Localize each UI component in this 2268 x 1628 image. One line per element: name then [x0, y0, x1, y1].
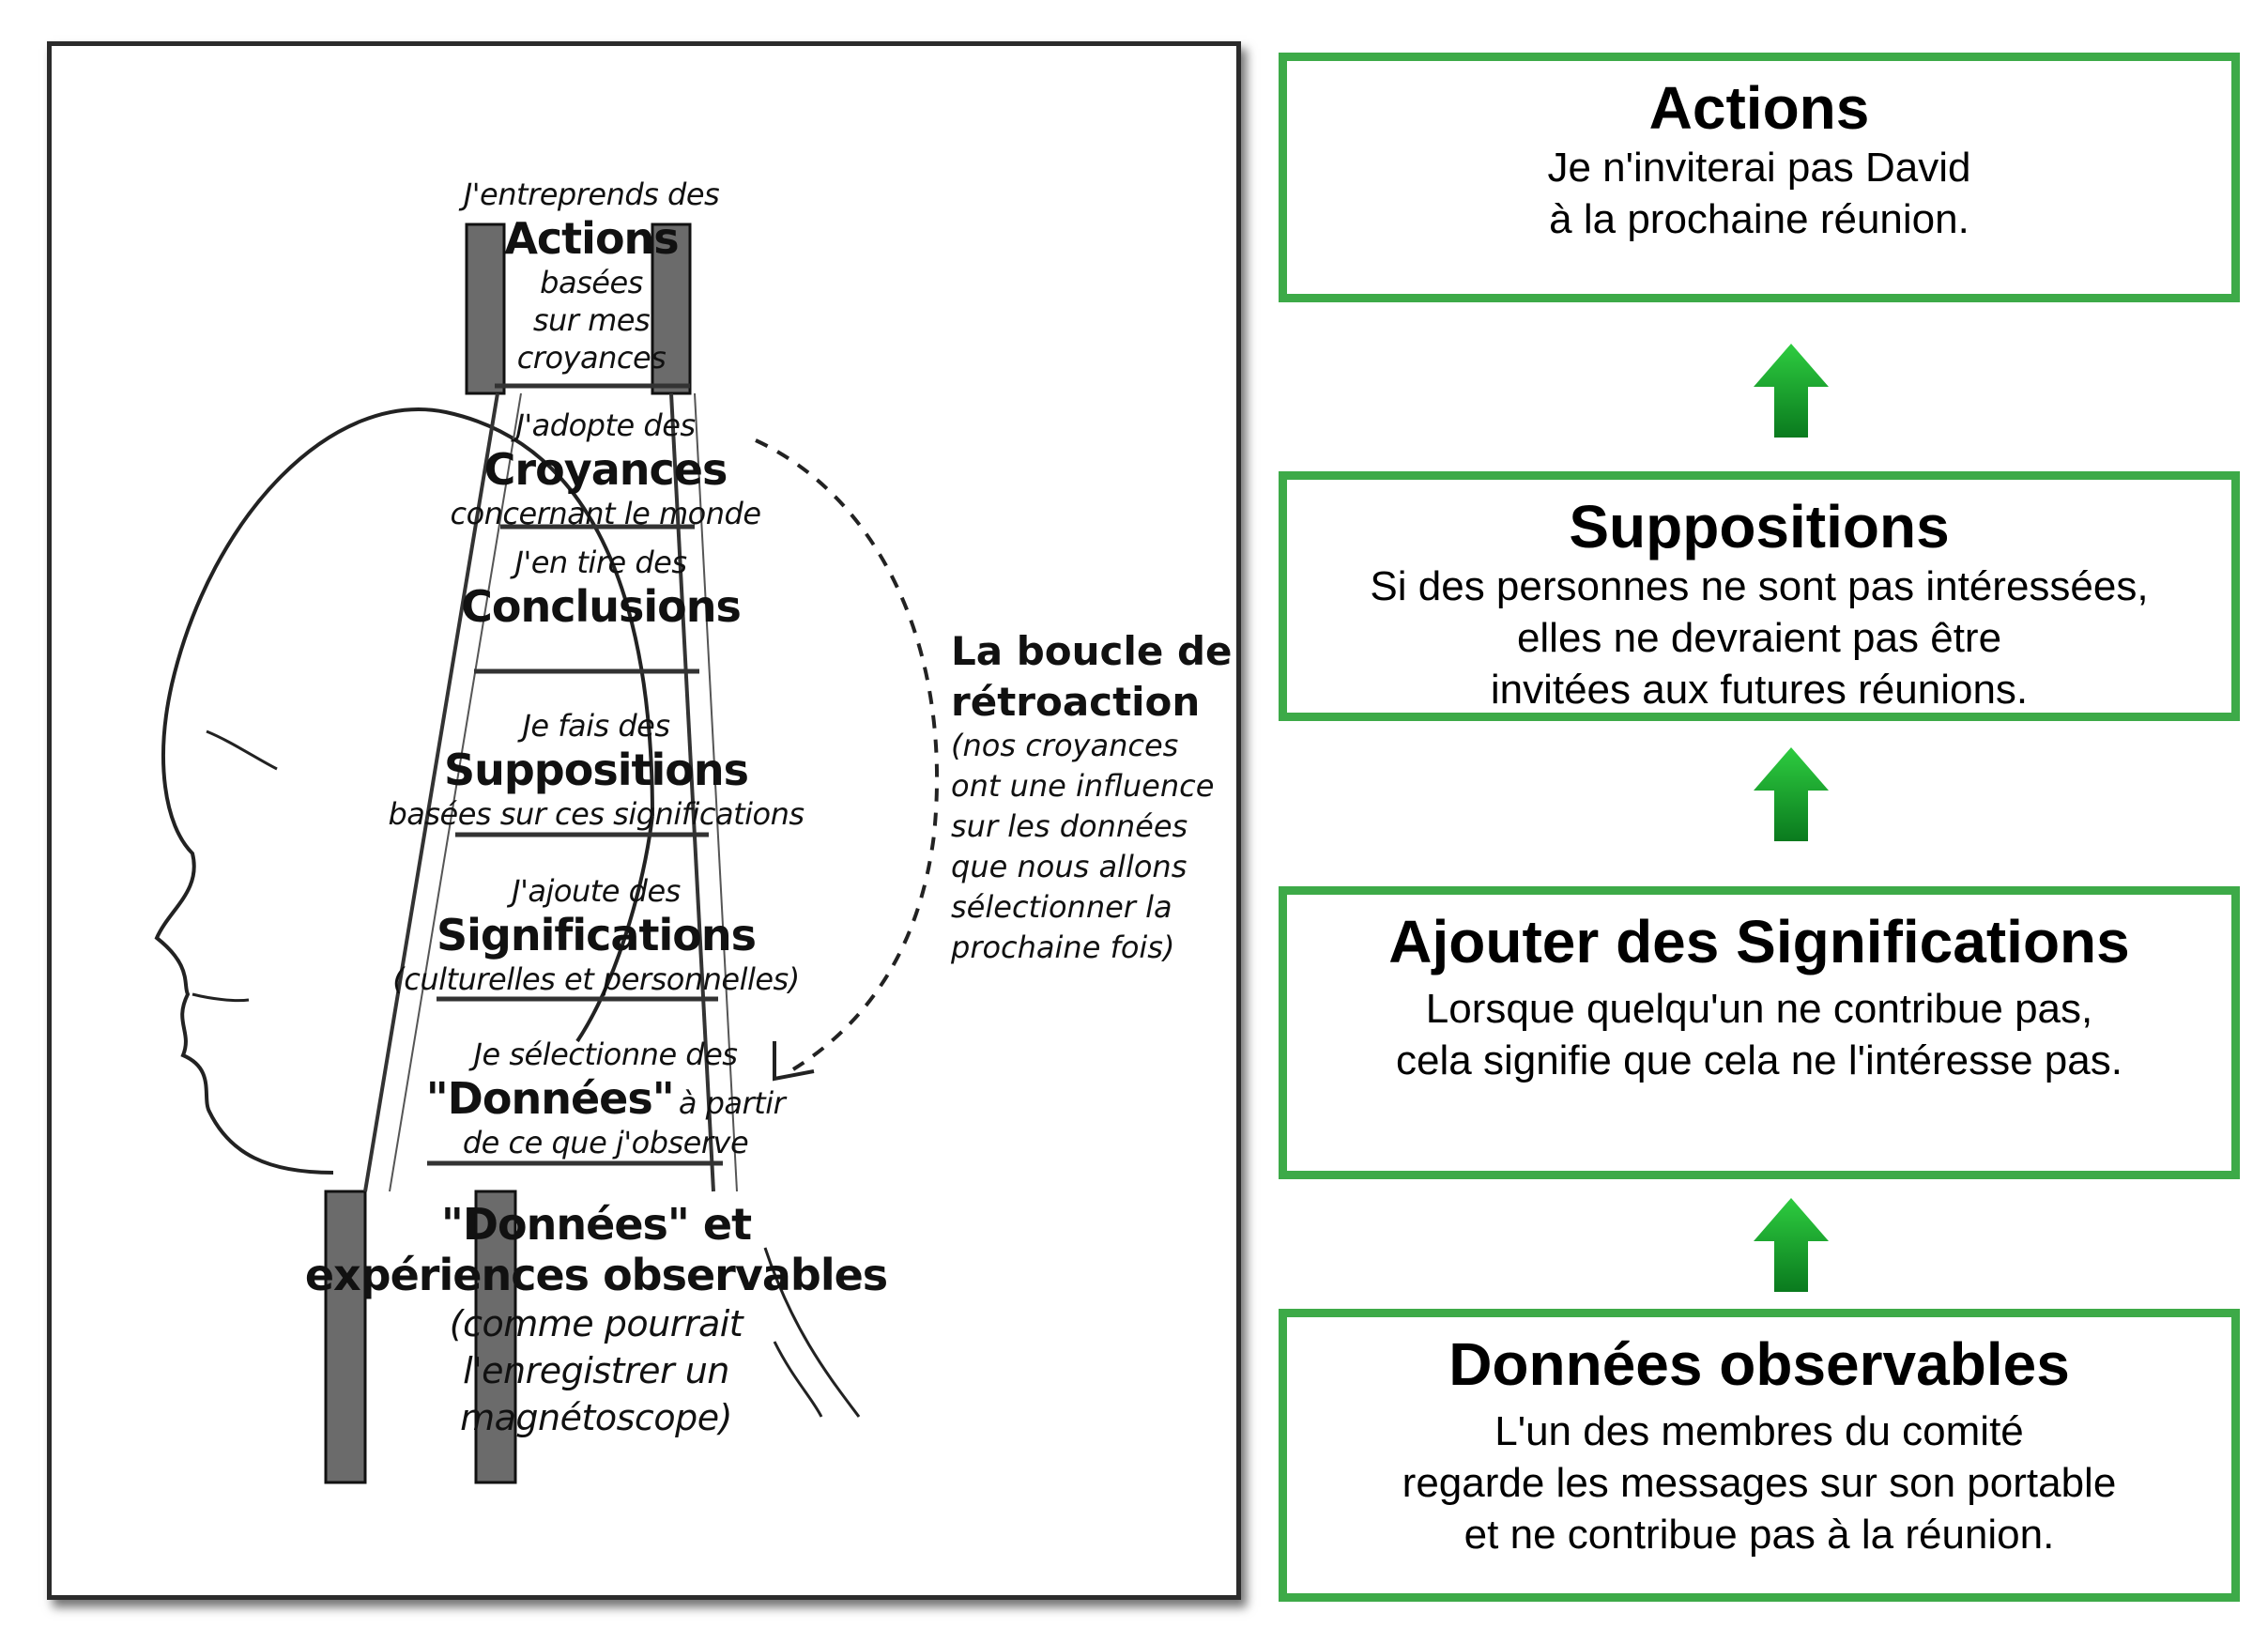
rung-assumptions-detail: basées sur ces significations — [388, 796, 805, 832]
rung-beliefs-detail: concernant le monde — [450, 496, 761, 531]
box-donnees-observables: Données observables L'un des membres du … — [1279, 1309, 2240, 1602]
box-suppositions-title: Suppositions — [1569, 493, 1950, 561]
rung-actions: J'entreprends des Actions basées sur mes… — [451, 176, 732, 376]
rung-data: Je sélectionne des "Données" à partir de… — [408, 1036, 803, 1161]
rung-actions-line1: basées — [540, 265, 643, 300]
ladder-base-detail3: magnétoscope) — [460, 1397, 732, 1438]
box-significations: Ajouter des Significations Lorsque quelq… — [1279, 886, 2240, 1179]
curved-arrow-icon — [755, 438, 939, 1071]
rung-actions-line2: sur mes — [532, 302, 651, 338]
box-significations-title: Ajouter des Significations — [1388, 908, 2130, 975]
rung-meanings-detail: (culturelles et personnelles) — [392, 961, 800, 997]
ladder-base: "Données" et expériences observables (co… — [296, 1199, 896, 1441]
rung-meanings-title: Significations — [437, 910, 757, 960]
arrow-up-icon — [1754, 1198, 1829, 1292]
rung-beliefs: J'adopte des Croyances concernant le mon… — [427, 407, 784, 532]
box-suppositions-body: Si des personnes ne sont pas intéressées… — [1370, 563, 2149, 713]
box-donnees-title: Données observables — [1448, 1330, 2070, 1398]
box-actions-body: Je n'inviterai pas David à la prochaine … — [1547, 145, 1971, 242]
ladder-base-line2: expériences observables — [304, 1250, 888, 1300]
feedback-loop-title-line1: La boucle de — [951, 628, 1233, 674]
rung-assumptions-title: Suppositions — [444, 745, 749, 795]
rung-conclusions-title: Conclusions — [461, 581, 742, 632]
rung-data-detail: de ce que j'observe — [462, 1125, 749, 1160]
rung-data-suffix: à partir — [678, 1085, 786, 1121]
box-suppositions: Suppositions Si des personnes ne sont pa… — [1279, 471, 2240, 721]
rung-data-title: "Données" — [425, 1073, 675, 1124]
rung-actions-title: Actions — [504, 213, 679, 264]
rung-meanings-intro: J'ajoute des — [512, 873, 681, 909]
rung-conclusions-intro: J'en tire des — [514, 545, 688, 580]
head-outline — [154, 407, 654, 1175]
box-actions-title: Actions — [1648, 74, 1870, 142]
head-and-ladder-drawing — [154, 223, 939, 1484]
ladder-base-detail2: l'enregistrer un — [463, 1350, 729, 1391]
ladder-base-line1: "Données" et — [440, 1199, 752, 1250]
rung-assumptions: Je fais des Suppositions basées sur ces … — [371, 707, 821, 833]
ladder-of-inference-illustration: J'entreprends des Actions basées sur mes… — [47, 41, 1241, 1600]
rung-meanings: J'ajoute des Significations (culturelles… — [390, 872, 803, 998]
arrow-up-icon — [1754, 747, 1829, 841]
rung-actions-line3: croyances — [516, 340, 667, 376]
ladder-rungs — [427, 383, 723, 1166]
rung-actions-intro: J'entreprends des — [463, 177, 720, 212]
rung-beliefs-intro: J'adopte des — [515, 407, 696, 443]
feedback-loop-description: (nos croyances ont une influence sur les… — [951, 728, 1215, 965]
rung-assumptions-intro: Je fais des — [522, 708, 670, 744]
ladder-base-detail1: (comme pourrait — [449, 1303, 743, 1344]
ladder-rail-left — [324, 1190, 367, 1484]
rung-conclusions: J'en tire des Conclusions — [446, 544, 756, 632]
rung-beliefs-title: Croyances — [483, 444, 728, 495]
rung-data-intro: Je sélectionne des — [473, 1037, 738, 1072]
box-actions: Actions Je n'inviterai pas David à la pr… — [1279, 53, 2240, 302]
feedback-loop-title: La boucle de rétroaction — [951, 626, 1233, 728]
box-significations-body: Lorsque quelqu'un ne contribue pas, cela… — [1396, 986, 2122, 1083]
box-donnees-body: L'un des membres du comité regarde les m… — [1402, 1408, 2117, 1558]
arrow-up-icon — [1754, 344, 1829, 438]
feedback-loop-title-line2: rétroaction — [951, 679, 1201, 725]
